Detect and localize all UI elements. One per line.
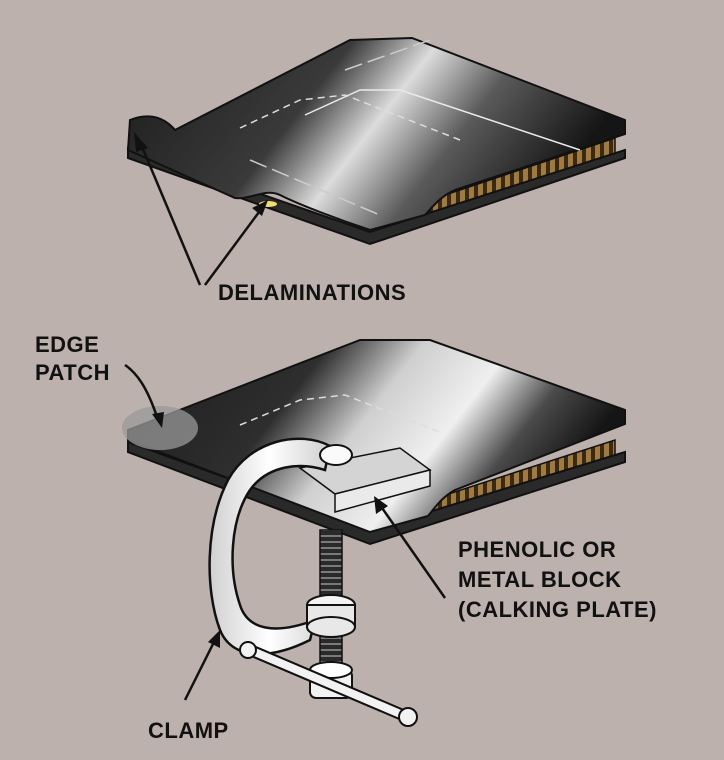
- top-upper-skin: [126, 36, 626, 232]
- bottom-leaders: [124, 363, 447, 701]
- bottom-panel: [122, 339, 626, 546]
- top-patch-outline: [239, 94, 461, 141]
- edge-patch: [122, 406, 198, 450]
- calking-plate-front: [334, 469, 431, 513]
- top-patch-edge: [304, 89, 581, 151]
- c-clamp: [208, 437, 418, 727]
- block-label-line1: PHENOLIC OR: [458, 537, 616, 562]
- clamp-label: CLAMP: [148, 718, 229, 743]
- bottom-patch-outline: [239, 394, 441, 433]
- top-centerline: [249, 39, 431, 216]
- clamp-upper-pad: [319, 444, 353, 466]
- edge-patch-label-line2: PATCH: [35, 360, 110, 385]
- top-bottom-skin: [127, 146, 626, 246]
- edge-patch-label-line1: EDGE: [35, 332, 99, 357]
- clamp-frame: [208, 437, 332, 656]
- block-label-line2: METAL BLOCK: [458, 567, 622, 592]
- clamp-handle-knob-left: [239, 641, 257, 659]
- clamp-collar-bottom: [306, 616, 356, 638]
- delaminations-label: DELAMINATIONS: [218, 280, 406, 305]
- clamp-handle-knob-right: [398, 707, 418, 727]
- top-panel: [126, 36, 626, 246]
- block-label-line3: (CALKING PLATE): [458, 597, 657, 622]
- delamination-leaders: [134, 132, 268, 286]
